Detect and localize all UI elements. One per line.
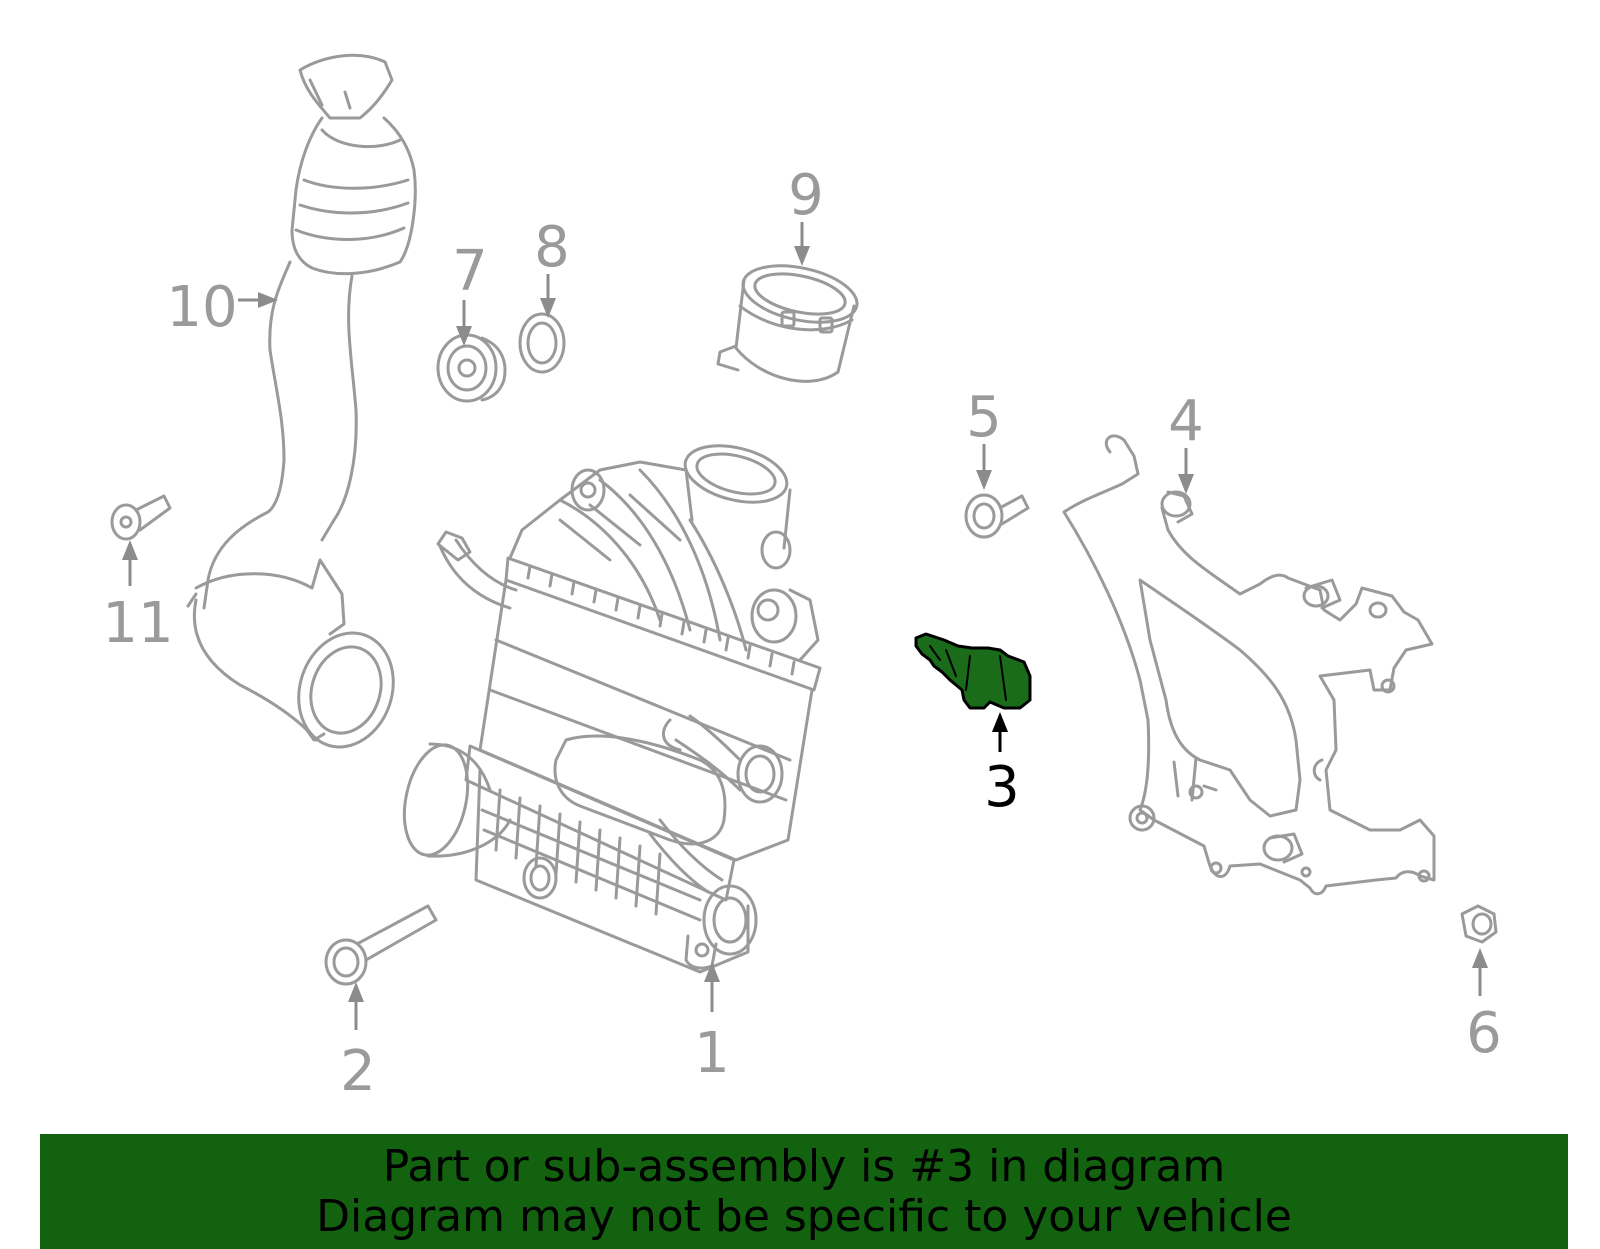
callout-label-8: 8 bbox=[534, 215, 570, 280]
callout-9: 9 bbox=[788, 163, 824, 266]
part-4-bracket bbox=[1062, 434, 1436, 896]
callout-10: 10 bbox=[166, 275, 278, 340]
part-7-grommet bbox=[436, 333, 507, 403]
banner-line-1: Part or sub-assembly is #3 in diagram bbox=[382, 1140, 1226, 1192]
part-1-intercooler-assembly bbox=[402, 444, 822, 974]
callout-label-2: 2 bbox=[340, 1039, 376, 1104]
info-banner: Part or sub-assembly is #3 in diagram Di… bbox=[40, 1134, 1568, 1249]
callout-label-10: 10 bbox=[166, 275, 237, 340]
callout-label-9: 9 bbox=[788, 163, 824, 228]
callout-4: 4 bbox=[1168, 389, 1204, 494]
callout-11: 11 bbox=[102, 540, 174, 656]
callout-1: 1 bbox=[694, 962, 730, 1086]
callout-label-6: 6 bbox=[1466, 1001, 1502, 1066]
banner-line-2: Diagram may not be specific to your vehi… bbox=[316, 1190, 1292, 1242]
part-10-intake-hose bbox=[186, 53, 417, 749]
callout-8: 8 bbox=[534, 215, 570, 318]
callout-label-7: 7 bbox=[452, 239, 488, 304]
part-6-nut bbox=[1460, 904, 1498, 944]
part-11-bolt bbox=[110, 494, 172, 541]
callout-label-1: 1 bbox=[694, 1021, 730, 1086]
part-9-coupler bbox=[716, 264, 859, 383]
part-5-bolt bbox=[964, 493, 1030, 539]
part-2-bolt bbox=[324, 904, 438, 986]
callout-label-4: 4 bbox=[1168, 389, 1204, 454]
callout-5: 5 bbox=[966, 385, 1002, 490]
callout-2: 2 bbox=[340, 982, 376, 1104]
part-8-seal bbox=[518, 312, 566, 374]
callout-label-11: 11 bbox=[102, 591, 173, 656]
callout-7: 7 bbox=[452, 239, 488, 346]
part-3-sensor-highlighted bbox=[914, 632, 1032, 710]
callout-3: 3 bbox=[984, 712, 1020, 820]
callout-6: 6 bbox=[1466, 948, 1502, 1066]
callout-label-5: 5 bbox=[966, 385, 1002, 450]
callout-label-3: 3 bbox=[984, 755, 1020, 820]
